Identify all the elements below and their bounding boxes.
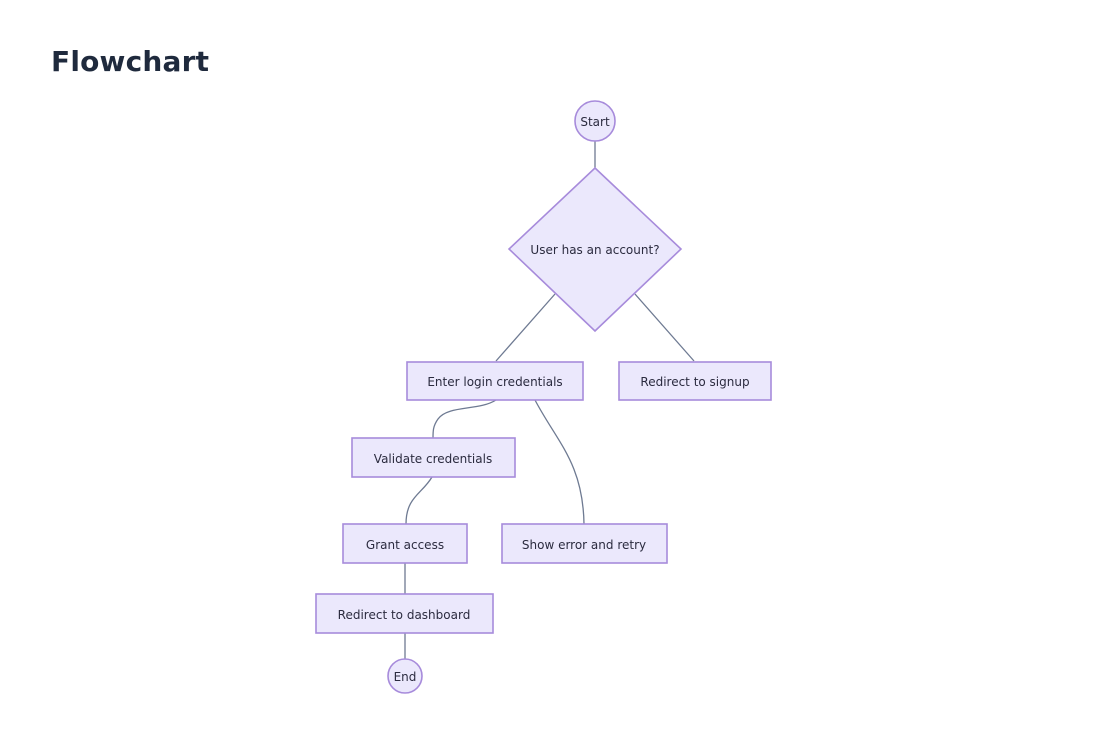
edge-validate-grant (405, 476, 433, 525)
node-login[interactable]: Enter login credentials (406, 361, 584, 401)
end-circle[interactable] (387, 658, 423, 694)
node-dashboard[interactable]: Redirect to dashboard (315, 593, 494, 634)
dashboard-rect[interactable] (315, 593, 494, 634)
node-label: Redirect to signup (640, 375, 749, 389)
edge-decision-login (495, 293, 556, 362)
validate-rect[interactable] (351, 437, 516, 478)
start-circle[interactable] (574, 100, 616, 142)
edge-login-error (534, 399, 585, 525)
signup-rect[interactable] (618, 361, 772, 401)
node-label: Enter login credentials (427, 375, 562, 389)
node-label: Start (580, 115, 610, 129)
page-title: Flowchart (51, 45, 210, 78)
node-decision[interactable]: User has an account? (507, 166, 683, 333)
node-label: Grant access (366, 538, 444, 552)
node-error[interactable]: Show error and retry (501, 523, 668, 564)
node-validate[interactable]: Validate credentials (351, 437, 516, 478)
edge-login-validate (432, 399, 497, 439)
node-start[interactable]: Start (574, 100, 616, 142)
node-label: User has an account? (530, 243, 659, 257)
decision-diamond[interactable] (507, 166, 683, 333)
edge-decision-signup (634, 293, 695, 362)
node-signup[interactable]: Redirect to signup (618, 361, 772, 401)
error-rect[interactable] (501, 523, 668, 564)
node-end[interactable]: End (387, 658, 423, 694)
node-label: Validate credentials (374, 452, 492, 466)
node-label: Redirect to dashboard (338, 608, 471, 622)
login-rect[interactable] (406, 361, 584, 401)
node-label: Show error and retry (522, 538, 646, 552)
edges (404, 141, 695, 659)
node-grant[interactable]: Grant access (342, 523, 468, 564)
node-label: End (394, 670, 417, 684)
grant-rect[interactable] (342, 523, 468, 564)
